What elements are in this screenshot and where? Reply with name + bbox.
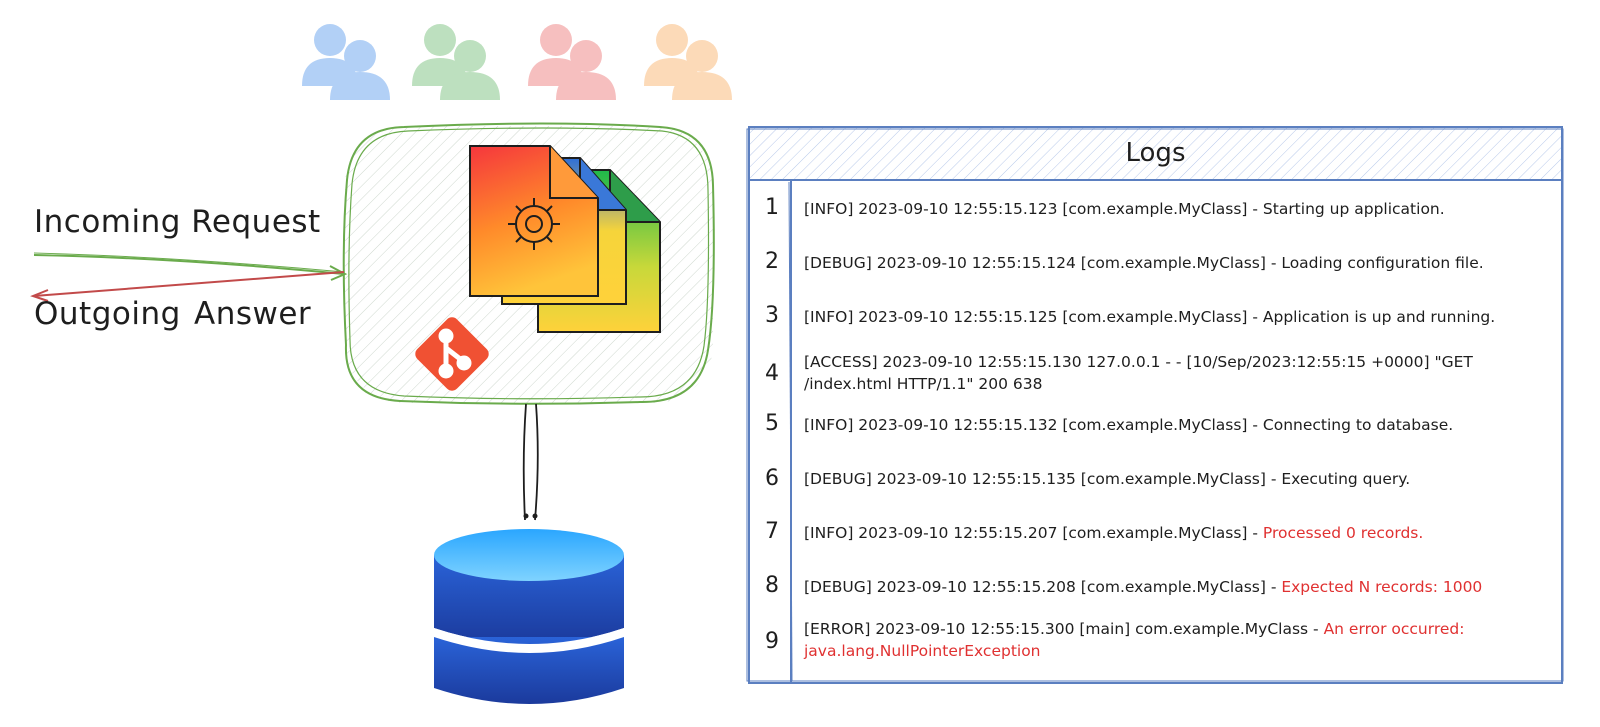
log-line-number: 3 xyxy=(765,303,779,328)
log-entry: 5 [INFO] 2023-09-10 12:55:15.132 [com.ex… xyxy=(749,401,1562,454)
log-text: [DEBUG] 2023-09-10 12:55:15.124 [com.exa… xyxy=(804,254,1484,272)
logs-panel: Logs 1 [INFO] 2023-09-10 12:55:15.123 [c… xyxy=(749,127,1562,683)
user-group-icon xyxy=(528,24,616,100)
user-group-icon xyxy=(412,24,500,100)
log-entry: 1 [INFO] 2023-09-10 12:55:15.123 [com.ex… xyxy=(749,183,1562,237)
log-entry: 4 [ACCESS] 2023-09-10 12:55:15.130 127.0… xyxy=(749,345,1562,401)
git-logo-icon xyxy=(415,317,489,391)
log-text: [DEBUG] 2023-09-10 12:55:15.135 [com.exa… xyxy=(804,470,1411,488)
user-group-icon xyxy=(302,24,390,100)
log-line-number: 6 xyxy=(765,466,779,491)
log-text: [INFO] 2023-09-10 12:55:15.132 [com.exam… xyxy=(804,416,1454,434)
incoming-request-label: Incoming Request xyxy=(34,204,321,240)
incoming-request-arrow xyxy=(33,252,348,281)
log-line-number: 8 xyxy=(765,573,779,598)
log-text: [INFO] 2023-09-10 12:55:15.123 [com.exam… xyxy=(804,200,1445,218)
log-line-number: 5 xyxy=(765,411,779,436)
outgoing-label: Outgoing xyxy=(34,296,181,332)
log-entry: 9 [ERROR] 2023-09-10 12:55:15.300 [main]… xyxy=(749,615,1562,681)
log-text: [ERROR] 2023-09-10 12:55:15.300 [main] c… xyxy=(804,620,1465,660)
files-gear-icon xyxy=(469,145,661,333)
log-line-number: 9 xyxy=(765,629,779,654)
log-text: [DEBUG] 2023-09-10 12:55:15.208 [com.exa… xyxy=(804,578,1483,596)
log-entry: 2 [DEBUG] 2023-09-10 12:55:15.124 [com.e… xyxy=(749,237,1562,291)
log-line-number: 7 xyxy=(765,519,779,544)
database-icon xyxy=(434,529,624,704)
logs-title: Logs xyxy=(1125,138,1186,168)
log-entry: 3 [INFO] 2023-09-10 12:55:15.125 [com.ex… xyxy=(749,291,1562,345)
log-line-number: 2 xyxy=(765,249,779,274)
log-text: [INFO] 2023-09-10 12:55:15.207 [com.exam… xyxy=(804,524,1424,542)
log-entry: 7 [INFO] 2023-09-10 12:55:15.207 [com.ex… xyxy=(749,508,1562,562)
logs-panel-frame xyxy=(746,126,1564,684)
log-entry: 6 [DEBUG] 2023-09-10 12:55:15.135 [com.e… xyxy=(749,454,1562,508)
database-connector xyxy=(522,403,539,521)
log-entry: 8 [DEBUG] 2023-09-10 12:55:15.208 [com.e… xyxy=(749,562,1562,615)
answer-label: Answer xyxy=(194,296,312,332)
user-group-icon xyxy=(644,24,732,100)
log-text: [ACCESS] 2023-09-10 12:55:15.130 127.0.0… xyxy=(804,353,1473,393)
outgoing-answer-arrow xyxy=(30,271,345,302)
log-text: [INFO] 2023-09-10 12:55:15.125 [com.exam… xyxy=(804,308,1496,326)
log-line-number: 1 xyxy=(765,195,779,220)
log-line-number: 4 xyxy=(765,361,779,386)
